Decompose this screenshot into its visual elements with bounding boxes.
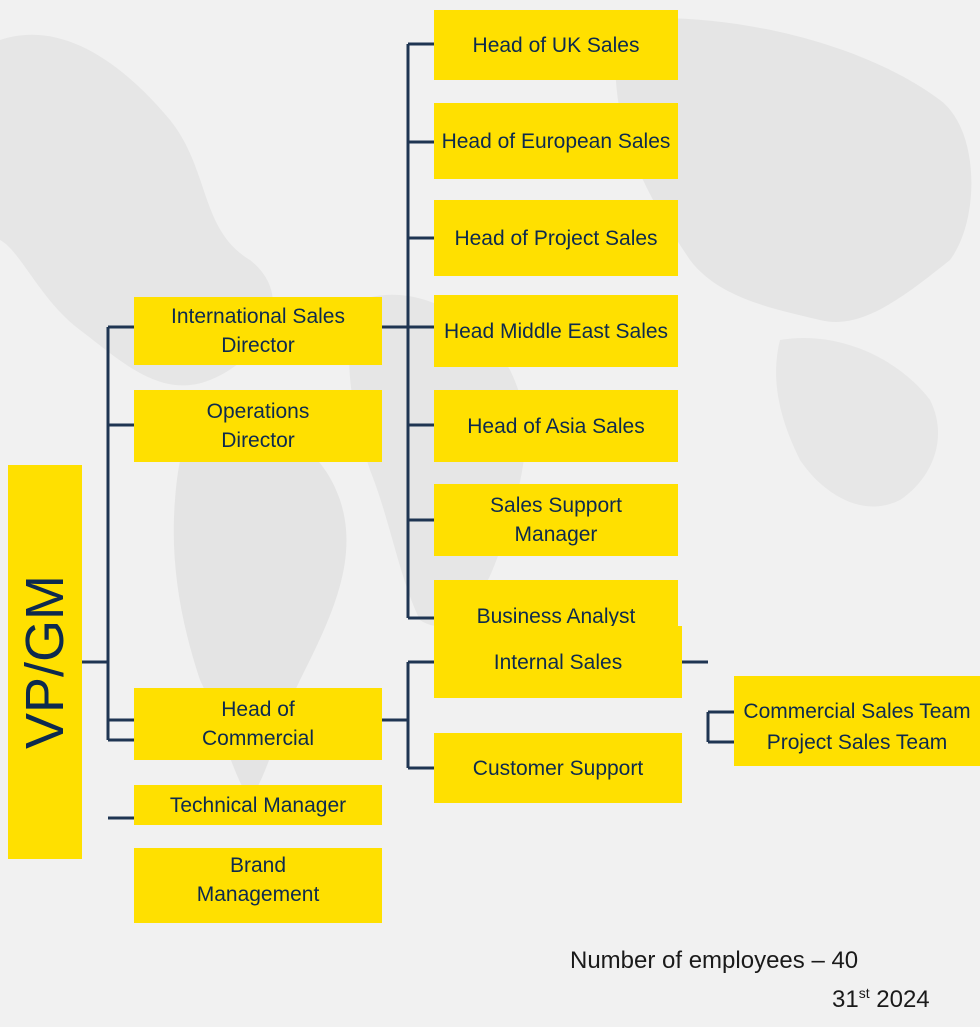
international-report-label: Head of Project Sales (454, 226, 658, 250)
international-report-box: Head of UK Sales (434, 10, 678, 80)
international-report-box: Head of Asia Sales (434, 390, 678, 462)
internal-sales-box: Internal Sales (434, 626, 682, 698)
international-sales-director-label: International Sales Director (171, 305, 345, 357)
technical-manager-label: Technical Manager (169, 793, 347, 817)
operations-director-box: Operations Director (134, 390, 382, 462)
brand-management-box: Brand Management (134, 848, 382, 923)
head-of-commercial-label: Head of Commercial (201, 698, 314, 750)
international-report-label: Head of Asia Sales (467, 414, 645, 438)
international-report-box: Sales Support Manager (434, 484, 678, 556)
project-sales-team-box: Project Sales Team (734, 718, 980, 766)
international-sales-director-box: International Sales Director (134, 297, 382, 365)
project-sales-team-label: Project Sales Team (766, 730, 948, 754)
vp-gm-box: VP/GM (8, 465, 82, 859)
head-of-commercial-box: Head of Commercial (134, 688, 382, 760)
employee-count-text: Number of employees – 40 (570, 947, 859, 974)
commercial-sales-team-label: Commercial Sales Team (743, 699, 971, 723)
employee-count-note: Number of employees – 40 31st 2024 (570, 945, 980, 1016)
international-report-box: Head of European Sales (434, 103, 678, 179)
date-text: 31st 2024 (832, 985, 930, 1013)
customer-support-label: Customer Support (472, 756, 644, 780)
brand-management-label: Brand Management (196, 854, 320, 906)
international-report-box: Head Middle East Sales (434, 295, 678, 367)
international-report-label: Head of European Sales (441, 129, 671, 153)
customer-support-box: Customer Support (434, 733, 682, 803)
internal-sales-label: Internal Sales (493, 650, 623, 674)
vp-gm-label: VP/GM (15, 574, 75, 750)
international-report-label: Head of UK Sales (472, 33, 640, 57)
technical-manager-box: Technical Manager (134, 785, 382, 825)
international-report-box: Head of Project Sales (434, 200, 678, 276)
operations-director-label: Operations Director (206, 400, 310, 452)
international-report-label: Head Middle East Sales (443, 319, 669, 343)
international-report-label: Sales Support Manager (490, 494, 622, 546)
international-report-label: Business Analyst (476, 604, 636, 628)
